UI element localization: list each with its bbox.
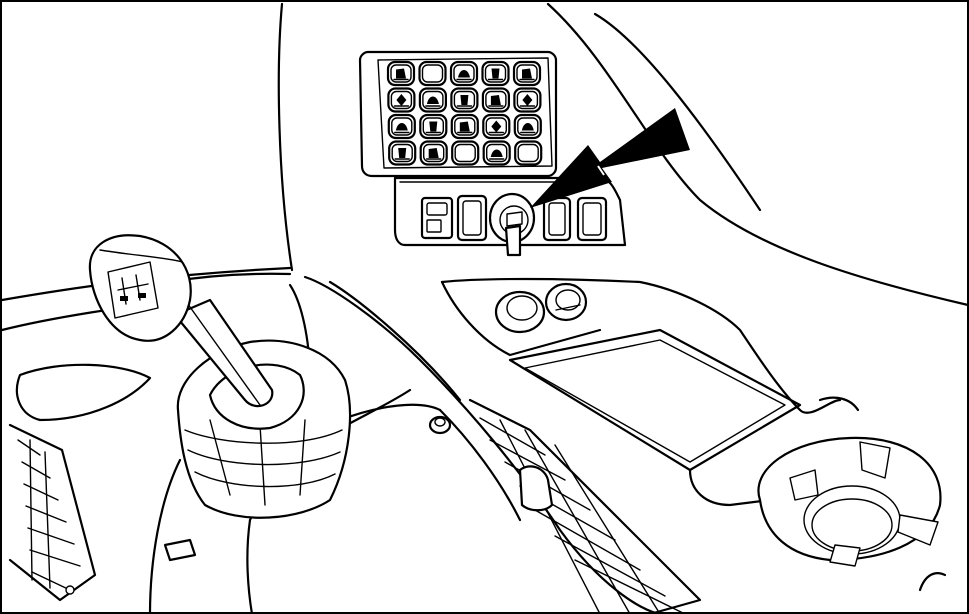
keypad-button[interactable] bbox=[451, 140, 480, 166]
keypad-button[interactable] bbox=[512, 60, 542, 87]
boom-icon bbox=[457, 121, 473, 134]
wiper-icon bbox=[519, 94, 536, 107]
blank-switch[interactable] bbox=[456, 194, 488, 242]
keypad-button[interactable] bbox=[418, 87, 447, 113]
parking-brake-icon bbox=[393, 68, 409, 81]
loader-icon bbox=[425, 121, 441, 134]
keypad-button[interactable] bbox=[387, 113, 416, 140]
operator-icon bbox=[426, 148, 442, 160]
keypad-button[interactable] bbox=[481, 60, 510, 87]
blank-switch[interactable] bbox=[542, 196, 572, 242]
gear-shifter[interactable] bbox=[88, 234, 352, 519]
battery-icon bbox=[520, 123, 536, 134]
storage-tray bbox=[440, 277, 842, 507]
gear-icon bbox=[393, 94, 410, 107]
blank-switch[interactable] bbox=[576, 196, 608, 242]
curve-icon bbox=[489, 149, 505, 160]
gear-pattern-icon bbox=[107, 261, 159, 319]
bucket-icon bbox=[488, 120, 504, 134]
dashboard-outline bbox=[0, 2, 969, 592]
left-vent-grille bbox=[8, 423, 97, 602]
console-grille bbox=[468, 398, 702, 614]
control-keypad bbox=[358, 50, 558, 178]
left-recess bbox=[15, 363, 152, 422]
keypad-button[interactable] bbox=[386, 60, 416, 87]
keypad-button[interactable] bbox=[419, 113, 448, 140]
road-light-icon bbox=[487, 68, 504, 81]
keypad-button[interactable] bbox=[419, 140, 448, 166]
beacon-light-icon bbox=[456, 70, 472, 81]
rocker-switch[interactable] bbox=[420, 196, 454, 240]
keypad-button[interactable] bbox=[481, 87, 510, 113]
cup-holder[interactable] bbox=[757, 396, 942, 567]
lock-icon bbox=[488, 95, 504, 107]
keypad-button[interactable] bbox=[514, 140, 543, 166]
ignition-key[interactable] bbox=[488, 192, 536, 257]
keypad-button[interactable] bbox=[513, 87, 542, 113]
keypad-button[interactable] bbox=[450, 113, 479, 140]
keypad-button[interactable] bbox=[450, 87, 479, 113]
floor-tab bbox=[163, 538, 197, 562]
work-light-icon bbox=[519, 68, 535, 81]
power-socket-1[interactable] bbox=[494, 290, 546, 334]
keypad-button[interactable] bbox=[513, 113, 542, 140]
key-icon bbox=[504, 224, 522, 257]
keypad-button[interactable] bbox=[482, 113, 511, 140]
switch-panel bbox=[393, 176, 627, 257]
seat-icon bbox=[394, 148, 410, 160]
console-bolt bbox=[428, 415, 452, 435]
sun-icon bbox=[425, 96, 441, 107]
hydraulic-icon bbox=[394, 123, 410, 134]
keypad-button[interactable] bbox=[388, 140, 417, 166]
fan-icon bbox=[456, 95, 473, 107]
keypad-button[interactable] bbox=[482, 140, 511, 166]
keypad-button[interactable] bbox=[387, 87, 416, 113]
keypad-button[interactable] bbox=[449, 60, 479, 87]
keypad-button[interactable] bbox=[418, 60, 447, 87]
callout-arrow-icon bbox=[530, 108, 690, 208]
